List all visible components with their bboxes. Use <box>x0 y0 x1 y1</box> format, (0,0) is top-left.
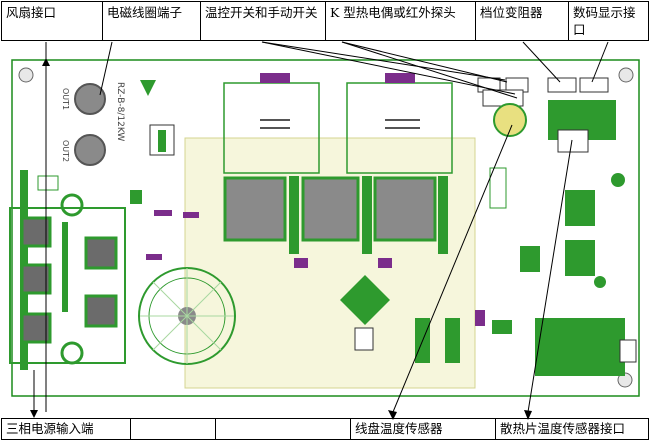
label-heatsink-sensor: 散热片温度传感器接口 <box>495 418 649 440</box>
label-empty <box>215 418 351 440</box>
component-pad <box>492 320 512 334</box>
input-terminal <box>20 216 52 248</box>
component-pad <box>520 246 540 272</box>
led <box>594 276 606 288</box>
mounting-hole <box>18 67 34 83</box>
label-thermocouple: K 型热电偶或红外探头 <box>325 1 476 41</box>
label-empty <box>130 418 216 440</box>
mounting-hole <box>618 67 634 83</box>
arrow-heads <box>30 58 532 420</box>
transistor <box>565 190 595 226</box>
copper-trace <box>62 222 68 312</box>
copper-bar <box>289 176 299 254</box>
model-label: RZ-B-8/12KW <box>115 82 125 141</box>
input-terminal <box>20 312 52 344</box>
coil-terminal-out2 <box>74 134 106 166</box>
three-phase-input-outline <box>9 207 126 364</box>
brand-logo <box>140 80 156 96</box>
igbt-module <box>301 176 360 242</box>
purple-trace <box>183 212 199 218</box>
leader-lines <box>33 41 609 413</box>
copper-bar <box>438 176 448 254</box>
relay-pad <box>158 130 166 152</box>
purple-trace <box>378 258 392 268</box>
top-label-table: 风扇接口 电磁线圈端子 温控开关和手动开关 K 型热电偶或红外探头 档位变阻器 … <box>1 1 649 41</box>
purple-trace <box>260 73 290 83</box>
mounting-hole <box>60 341 84 365</box>
coil-temp-sensor <box>493 103 527 137</box>
fuse <box>354 327 374 351</box>
label-rheostat: 档位变阻器 <box>475 1 569 41</box>
purple-trace <box>294 258 308 268</box>
led <box>611 173 625 187</box>
connector-display <box>579 77 609 93</box>
copper-bar <box>362 176 372 254</box>
connector-rheostat <box>547 77 577 93</box>
input-terminal <box>84 294 118 328</box>
input-terminal <box>84 236 118 270</box>
label-three-phase-input: 三相电源输入端 <box>1 418 131 440</box>
mounting-hole <box>60 193 84 217</box>
component-pad <box>130 190 142 204</box>
igbt-module <box>373 176 437 242</box>
input-terminal <box>20 263 52 295</box>
purple-trace <box>154 210 172 216</box>
igbt-module <box>223 176 287 242</box>
fan-connector <box>37 175 59 191</box>
bridge-rectifier <box>340 275 390 325</box>
label-coil-temp-sensor: 线盘温度传感器 <box>350 418 496 440</box>
purple-trace <box>146 254 162 260</box>
out2-label: OUT2 <box>61 140 70 162</box>
label-fan-port: 风扇接口 <box>1 1 103 41</box>
label-display-port: 数码显示接口 <box>568 1 649 41</box>
component-pad <box>445 318 460 363</box>
label-coil-terminal: 电磁线圈端子 <box>102 1 201 41</box>
label-temp-switch: 温控开关和手动开关 <box>200 1 326 41</box>
transistor <box>565 240 595 276</box>
purple-trace <box>475 310 485 326</box>
out1-label: OUT1 <box>61 88 70 110</box>
pcb-center-zone <box>184 137 476 389</box>
heatsink-sensor-connector <box>557 129 589 153</box>
heatsink-connector <box>535 318 625 376</box>
coil-terminal-out1 <box>74 83 106 115</box>
resistor <box>489 167 507 209</box>
heatsink-sensor-port <box>619 339 637 363</box>
purple-trace <box>385 73 415 83</box>
bottom-label-table: 三相电源输入端 线盘温度传感器 散热片温度传感器接口 <box>1 418 649 440</box>
